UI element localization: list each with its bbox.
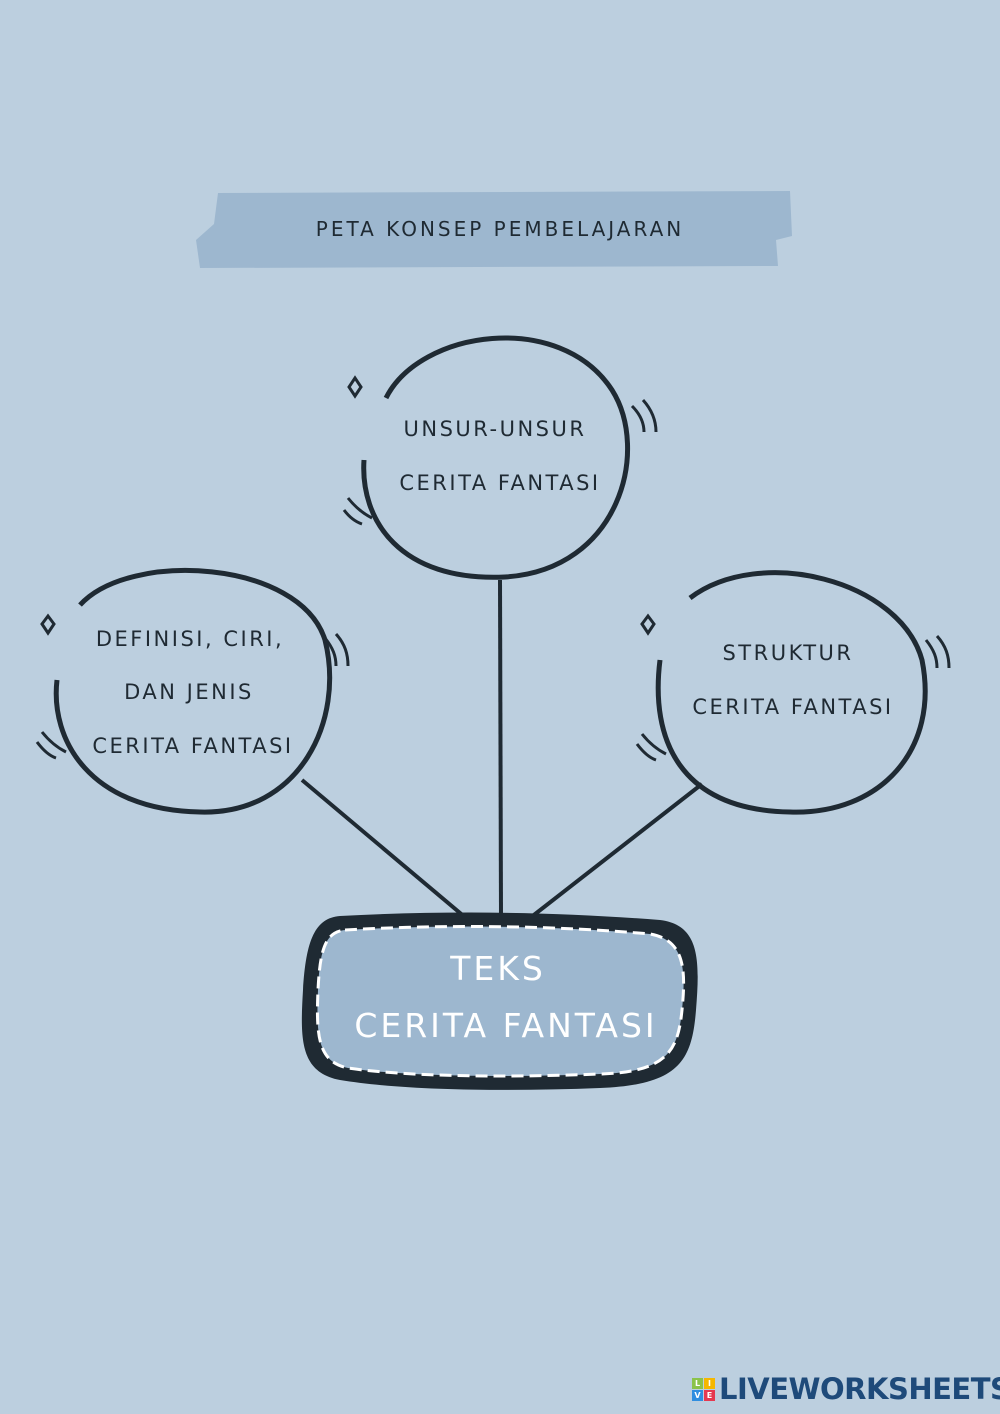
- dash-icon: [924, 634, 951, 669]
- dash-icon: [635, 733, 667, 762]
- node-right-circle: [655, 570, 928, 815]
- node-top-circle: [361, 335, 631, 580]
- center-line1: TEKS: [449, 949, 546, 988]
- node-left-line2: DAN JENIS: [124, 680, 254, 704]
- connector-right: [528, 782, 704, 920]
- logo-mark: L I V E: [692, 1377, 715, 1401]
- connector-top: [498, 579, 503, 919]
- node-left-circle: [53, 567, 333, 815]
- diamond-icon: [347, 375, 363, 399]
- logo-text: LIVEWORKSHEETS: [719, 1372, 1000, 1406]
- connector-left: [300, 778, 468, 920]
- sparkle-decorations: [35, 375, 951, 762]
- logo-letter: E: [704, 1389, 715, 1401]
- dash-icon: [630, 398, 658, 433]
- node-right-line1: STRUKTUR: [722, 641, 853, 665]
- title-banner: [196, 191, 792, 268]
- page-title: PETA KONSEP PEMBELAJARAN: [316, 217, 684, 241]
- liveworksheets-logo: L I V E LIVEWORKSHEETS: [692, 1372, 1000, 1406]
- logo-letter: I: [704, 1377, 715, 1389]
- connectors: [300, 579, 704, 920]
- dash-icon: [342, 497, 373, 526]
- node-top-line1: UNSUR-UNSUR: [404, 417, 587, 441]
- node-left-line1: DEFINISI, CIRI,: [96, 627, 284, 651]
- node-right-line2: CERITA FANTASI: [692, 695, 893, 719]
- dash-icon: [35, 731, 67, 760]
- dash-icon: [323, 632, 350, 667]
- diamond-icon: [40, 613, 56, 636]
- logo-letter: L: [692, 1377, 703, 1389]
- node-top-line2: CERITA FANTASI: [399, 471, 600, 495]
- node-left-line3: CERITA FANTASI: [92, 734, 293, 758]
- diamond-icon: [640, 613, 656, 636]
- center-box-inner: [315, 925, 686, 1078]
- logo-letter: V: [692, 1389, 703, 1401]
- center-line2: CERITA FANTASI: [354, 1006, 657, 1045]
